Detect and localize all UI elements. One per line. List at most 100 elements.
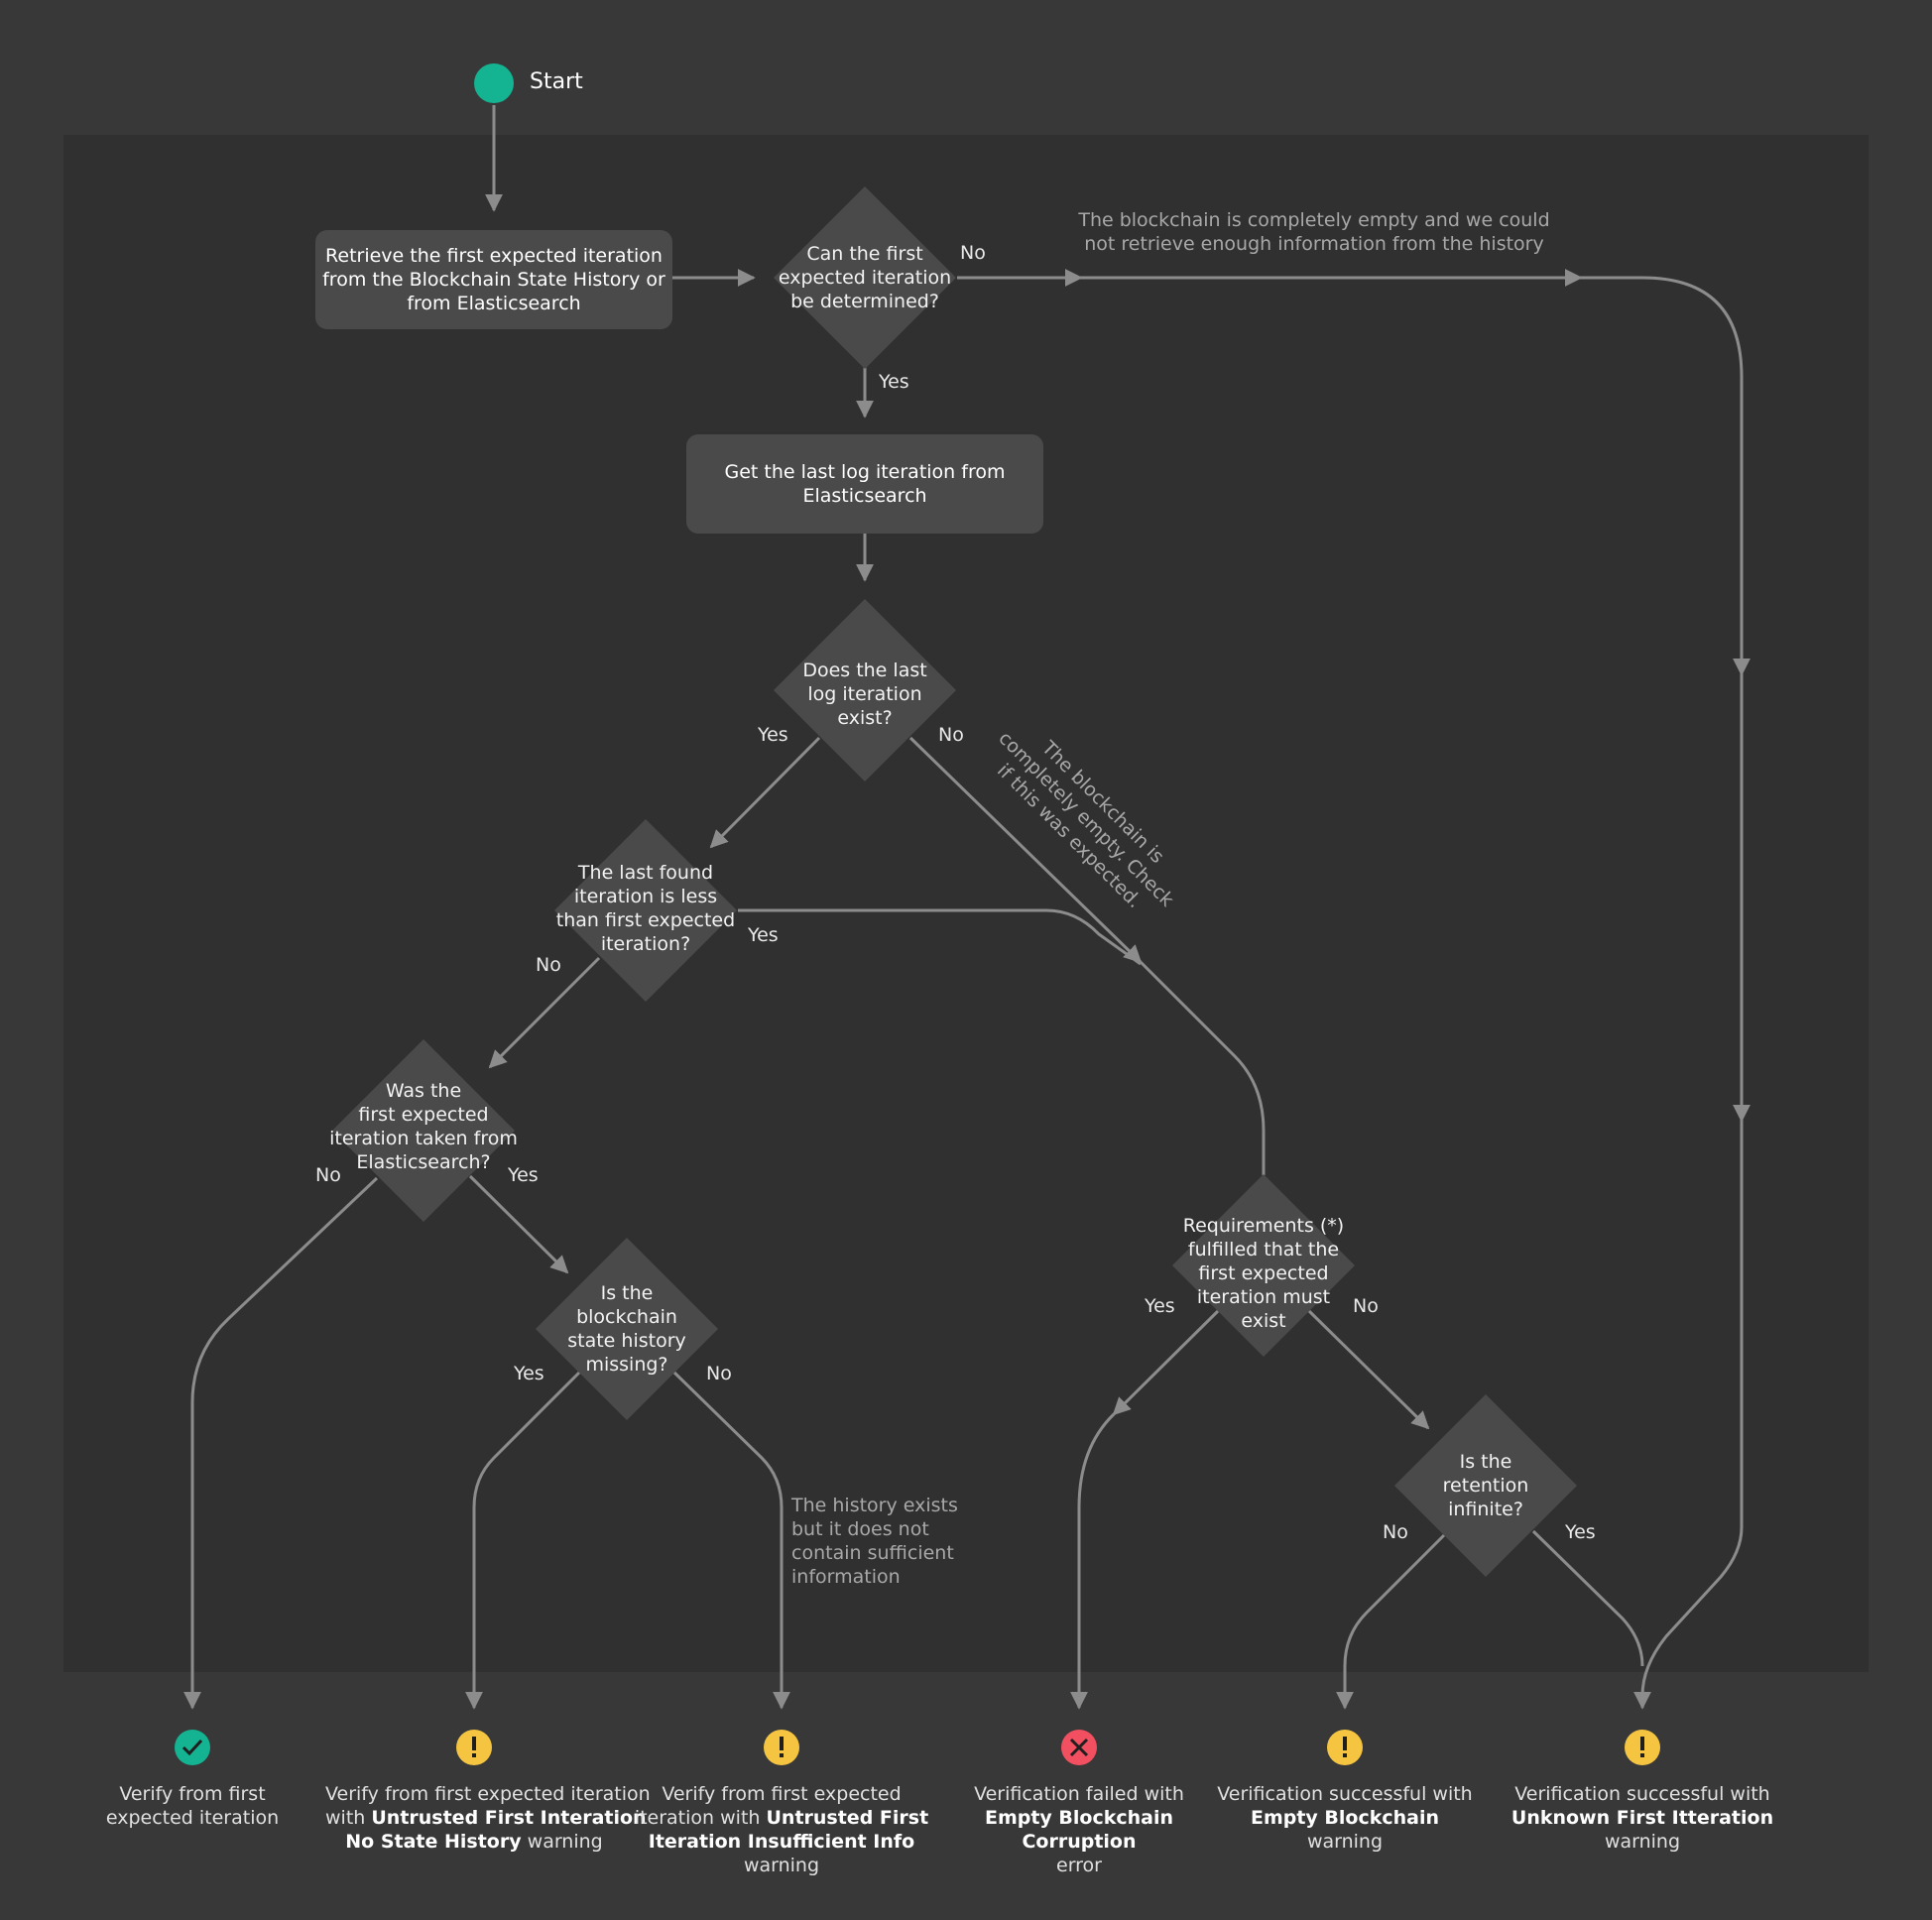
error-icon [1069, 1738, 1089, 1757]
connector-req-yes-2 [1070, 1412, 1116, 1710]
last-less-label: The last found iteration is less than fi… [555, 862, 736, 955]
start-label: Start [530, 69, 583, 94]
branch-label-req-yes: Yes [1145, 1295, 1175, 1317]
branch-label-exist-no: No [938, 724, 964, 746]
connector-history-no [672, 1371, 790, 1710]
connector-req-yes [1112, 1309, 1220, 1416]
branch-label-es-no: No [315, 1164, 341, 1186]
history-missing-diamond [536, 1238, 718, 1420]
outcome-text: Verify from first [119, 1783, 266, 1805]
branch-label-retention-no: No [1383, 1521, 1408, 1543]
warning-icon [1640, 1737, 1644, 1750]
outcome-bold-text: Corruption [1022, 1831, 1137, 1853]
outcome-icon-warning-4 [1625, 1730, 1660, 1765]
get-last-log-box [686, 434, 1043, 534]
outcome-icon-success [175, 1730, 210, 1765]
branch-label-exist-yes: Yes [758, 724, 788, 746]
outcome-bold-text: Empty Blockchain [1250, 1807, 1440, 1829]
outcome-text: warning [743, 1855, 820, 1876]
branch-label-es-yes: Yes [508, 1164, 539, 1186]
warning-icon [472, 1737, 476, 1750]
connector-less-yes [738, 908, 1142, 966]
can-determine-label: Can the first expected iteration be dete… [778, 243, 952, 312]
history-missing-label: Is the blockchain state history missing? [567, 1282, 686, 1376]
outcome-line: warning [633, 1854, 930, 1877]
outcome-text: with [325, 1807, 372, 1829]
outcome-bold-text: Empty Blockchain [984, 1807, 1174, 1829]
diagram-panel [63, 135, 1869, 1672]
connector-es-no [183, 1176, 379, 1710]
last-log-exist-label: Does the last log iteration exist? [802, 660, 927, 729]
outcome-bold-text: Iteration Insufficient Info [648, 1831, 915, 1853]
outcome-icon-error [1061, 1730, 1097, 1765]
outcome-icon-warning-3 [1327, 1730, 1363, 1765]
outcome-text: warning [521, 1831, 603, 1853]
retrieve-first-box [315, 230, 672, 329]
outcome-bold-text: Untrusted First [766, 1807, 929, 1829]
outcome-line: Verify from first [44, 1782, 341, 1806]
requirements-label: Requirements (*) fulfilled that the firs… [1182, 1215, 1345, 1332]
warning-icon [780, 1737, 784, 1750]
last-less-diamond [554, 819, 737, 1002]
outcome-line: warning [1494, 1830, 1791, 1854]
retrieve-first-label: Retrieve the first expected iteration fr… [322, 245, 665, 314]
retention-label: Is the retention infinite? [1442, 1451, 1529, 1520]
branch-label-less-yes: Yes [748, 924, 779, 946]
branch-label-history-yes: Yes [514, 1363, 544, 1384]
outcome-bold-text: Unknown First Itteration [1510, 1807, 1774, 1829]
connector-exist-no [908, 736, 1143, 964]
can-determine-diamond [774, 186, 956, 369]
connector-history-yes [465, 1371, 581, 1710]
connector-exist-no-2 [1139, 960, 1266, 1175]
outcome-line: Verification successful with [1196, 1782, 1494, 1806]
outcome-text: Verify from first expected iteration [325, 1783, 651, 1805]
check-icon [181, 1739, 203, 1756]
get-last-log-label: Get the last log iteration from Elastics… [724, 461, 1006, 507]
outcome-line: Verify from first expected iteration [325, 1782, 651, 1806]
outcome-text: warning [1604, 1831, 1681, 1853]
warning-icon [1343, 1737, 1347, 1750]
outcome-line: Iteration Insufficient Info [633, 1830, 930, 1854]
outcome-line: No State History warning [325, 1830, 623, 1854]
outcome-text: expected iteration [105, 1807, 280, 1829]
outcome-line: Empty Blockchain [1196, 1806, 1494, 1830]
outcome-line: Unknown First Itteration [1494, 1806, 1791, 1830]
outcome-bold-text: Untrusted First Interation [371, 1807, 647, 1829]
branch-label-can-determine-no: No [960, 242, 986, 264]
outcome-text: Verify from first expected [662, 1783, 902, 1805]
branch-label-less-no: No [536, 954, 561, 976]
branch-label-history-no: No [706, 1363, 732, 1384]
branch-label-req-no: No [1353, 1295, 1379, 1317]
requirements-diamond [1172, 1174, 1355, 1357]
taken-from-es-label: Was the first expected iteration taken f… [329, 1080, 518, 1173]
outcome-line: Empty Blockchain [930, 1806, 1228, 1830]
outcome-text: Verification successful with [1514, 1783, 1770, 1805]
outcome-text: Verification failed with [974, 1783, 1184, 1805]
connector-less-no [488, 956, 601, 1069]
start-dot [474, 63, 514, 103]
outcome-line: Verify from first expected [633, 1782, 930, 1806]
connector-retention-no [1336, 1533, 1446, 1710]
connector-right-rail-3 [1633, 1121, 1744, 1710]
connector-right-rail [1581, 276, 1751, 676]
outcome-line: Verification failed with [930, 1782, 1228, 1806]
outcome-line: Corruption [930, 1830, 1228, 1854]
last-log-exist-diamond [774, 599, 956, 781]
connector-exist-yes [709, 736, 821, 849]
outcome-line: Verification successful with [1494, 1782, 1791, 1806]
outcome-icon-warning-2 [764, 1730, 799, 1765]
outcome-line: expected iteration [44, 1806, 341, 1830]
outcome-text: error [1056, 1855, 1102, 1876]
outcome-bold-text: No State History [345, 1831, 522, 1853]
outcome-text: iteration with [634, 1807, 767, 1829]
branch-label-can-determine-yes: Yes [879, 371, 909, 393]
taken-from-es-diamond [332, 1039, 515, 1222]
